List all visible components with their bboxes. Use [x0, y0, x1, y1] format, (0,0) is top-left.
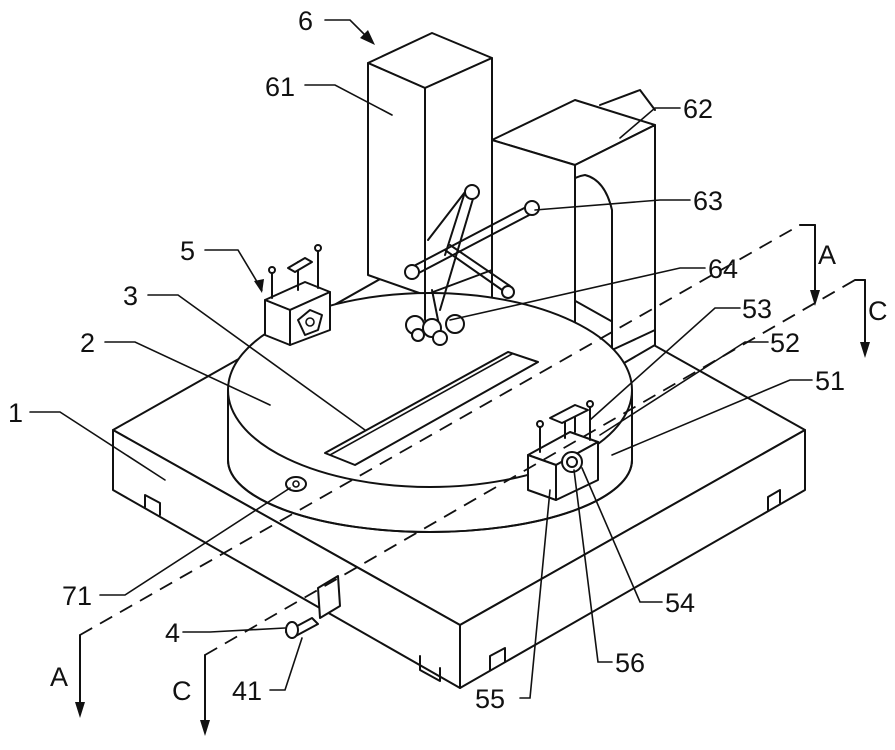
section-mark-c-bottom: C	[172, 676, 192, 706]
label-3: 3	[123, 281, 138, 311]
label-51: 51	[815, 366, 845, 396]
label-56: 56	[615, 648, 645, 678]
label-52: 52	[770, 328, 800, 358]
label-41: 41	[232, 676, 262, 706]
section-mark-c-top: C	[868, 296, 888, 326]
label-54: 54	[665, 588, 695, 618]
labels: 1 2 3 5 6 61 62 63 64 53 52 51 54 56 55 …	[8, 6, 888, 714]
label-53: 53	[742, 294, 772, 324]
knob-71	[285, 476, 307, 492]
fixture-5	[264, 244, 331, 346]
section-mark-a-top: A	[818, 240, 836, 270]
label-63: 63	[693, 186, 723, 216]
label-6: 6	[298, 6, 313, 36]
fixture-51	[527, 400, 599, 501]
section-mark-a-bottom: A	[50, 662, 68, 692]
section-line-a	[75, 224, 820, 718]
label-4: 4	[165, 618, 180, 648]
guide-slot-3	[324, 351, 539, 466]
leader-lines	[29, 19, 813, 699]
linkage-63	[404, 184, 540, 311]
label-5: 5	[180, 236, 195, 266]
label-64: 64	[708, 254, 738, 284]
label-2: 2	[80, 328, 95, 358]
label-71: 71	[62, 581, 92, 611]
rotary-table-2	[227, 292, 633, 533]
column-61	[367, 32, 493, 296]
label-55: 55	[475, 684, 505, 714]
label-1: 1	[8, 398, 23, 428]
crank-4	[285, 575, 341, 639]
label-62: 62	[683, 94, 713, 124]
label-61: 61	[265, 72, 295, 102]
